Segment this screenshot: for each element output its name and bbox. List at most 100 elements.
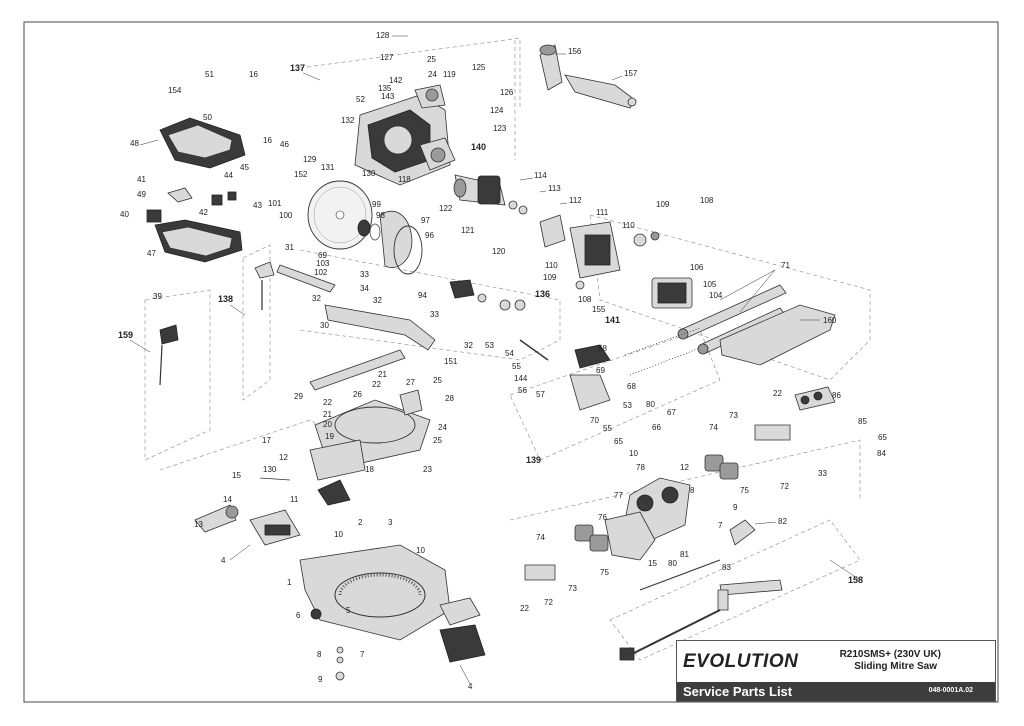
group-outlines	[144, 37, 871, 661]
callout-108b: 108	[578, 295, 592, 304]
callout-125: 125	[472, 63, 486, 72]
callout-7b: 7	[360, 650, 365, 659]
product-description: Sliding Mitre Saw	[854, 661, 937, 672]
callout-11: 11	[290, 495, 299, 504]
callout-12b: 12	[680, 463, 689, 472]
callout-152: 152	[294, 170, 308, 179]
callout-109a: 109	[656, 200, 670, 209]
callout-10b: 10	[334, 530, 343, 539]
callout-28: 28	[445, 394, 454, 403]
callout-7a: 7	[718, 521, 723, 530]
callout-25: 25	[427, 55, 436, 64]
callout-24b: 24	[438, 423, 447, 432]
leader-lines	[129, 35, 861, 685]
callout-157: 157	[624, 69, 638, 78]
callout-123: 123	[493, 124, 507, 133]
callout-24: 24	[428, 70, 437, 79]
callout-86: 86	[832, 391, 841, 400]
callout-109b: 109	[543, 273, 557, 282]
callout-53a: 53	[485, 341, 494, 350]
callout-129: 129	[303, 155, 317, 164]
callout-74a: 74	[709, 423, 718, 432]
callout-102: 102	[314, 268, 328, 277]
left-misc-parts	[159, 261, 351, 533]
motor-assembly	[453, 174, 693, 309]
callout-21b: 21	[323, 410, 332, 419]
callout-50: 50	[203, 113, 212, 122]
callout-49: 49	[137, 190, 146, 199]
callout-68: 68	[627, 382, 636, 391]
callout-18: 18	[365, 465, 374, 474]
callout-142: 142	[389, 76, 403, 85]
callout-97: 97	[421, 216, 430, 225]
callout-labels: 128 127 25 24 119 125 126 156 157 51 16 …	[118, 31, 887, 691]
callout-33b: 33	[430, 310, 439, 319]
callout-78: 78	[636, 463, 645, 472]
callout-130b: 130	[263, 465, 277, 474]
callout-4b: 4	[468, 682, 473, 691]
callout-48: 48	[130, 139, 139, 148]
callout-75a: 75	[740, 486, 749, 495]
callout-15a: 15	[232, 471, 241, 480]
callout-159: 159	[118, 330, 133, 340]
callout-34: 34	[360, 284, 369, 293]
callout-55b: 55	[603, 424, 612, 433]
callout-12a: 12	[279, 453, 288, 462]
callout-113: 113	[548, 184, 561, 193]
callout-32c: 32	[464, 341, 473, 350]
callout-72b: 72	[544, 598, 553, 607]
callout-65a: 65	[614, 437, 623, 446]
callout-19: 19	[325, 432, 334, 441]
callout-3: 3	[388, 518, 393, 527]
callout-77: 77	[614, 491, 623, 500]
callout-127: 127	[380, 53, 394, 62]
callout-16a: 16	[249, 70, 258, 79]
title-block-footer: Service Parts List 048-0001A.02	[677, 682, 995, 701]
callout-1: 1	[287, 578, 292, 587]
document-title: Service Parts List	[683, 684, 793, 699]
callout-25b: 25	[433, 376, 442, 385]
callout-66: 66	[652, 423, 661, 432]
callout-114: 114	[534, 171, 547, 180]
callout-143: 143	[381, 92, 395, 101]
callout-39: 39	[153, 292, 162, 301]
callout-22c: 22	[773, 389, 782, 398]
callout-73a: 73	[729, 411, 738, 420]
callout-69b: 69	[596, 366, 605, 375]
guard-link-parts	[276, 264, 436, 391]
callout-160: 160	[823, 316, 837, 325]
callout-131: 131	[321, 163, 335, 172]
bevel-lock-assembly	[524, 386, 836, 661]
dust-port-assembly	[539, 44, 637, 109]
callout-23: 23	[423, 465, 432, 474]
callout-40: 40	[120, 210, 129, 219]
callout-41: 41	[137, 175, 146, 184]
callout-83: 83	[722, 563, 731, 572]
callout-69a: 69	[318, 251, 327, 260]
callout-22b: 22	[323, 398, 332, 407]
callout-144: 144	[514, 374, 528, 383]
callout-42: 42	[199, 208, 208, 217]
callout-71: 71	[781, 261, 790, 270]
callout-98: 98	[376, 211, 385, 220]
callout-103: 103	[316, 259, 330, 268]
callout-5: 5	[346, 606, 351, 615]
callout-33c: 33	[818, 469, 827, 478]
callout-154: 154	[168, 86, 182, 95]
callout-67: 67	[667, 408, 676, 417]
slide-rails	[677, 284, 836, 366]
callout-58: 58	[598, 344, 607, 353]
callout-15b: 15	[648, 559, 657, 568]
callout-44: 44	[224, 171, 233, 180]
sheet-border	[23, 21, 999, 703]
callout-53b: 53	[623, 401, 632, 410]
callout-22a: 22	[372, 380, 381, 389]
slide-support-parts	[449, 279, 701, 411]
callout-105: 105	[703, 280, 717, 289]
callout-74b: 74	[536, 533, 545, 542]
model-number: R210SMS+ (230V UK)	[839, 649, 941, 660]
callout-138: 138	[218, 294, 233, 304]
callout-14: 14	[223, 495, 232, 504]
callout-26: 26	[353, 390, 362, 399]
